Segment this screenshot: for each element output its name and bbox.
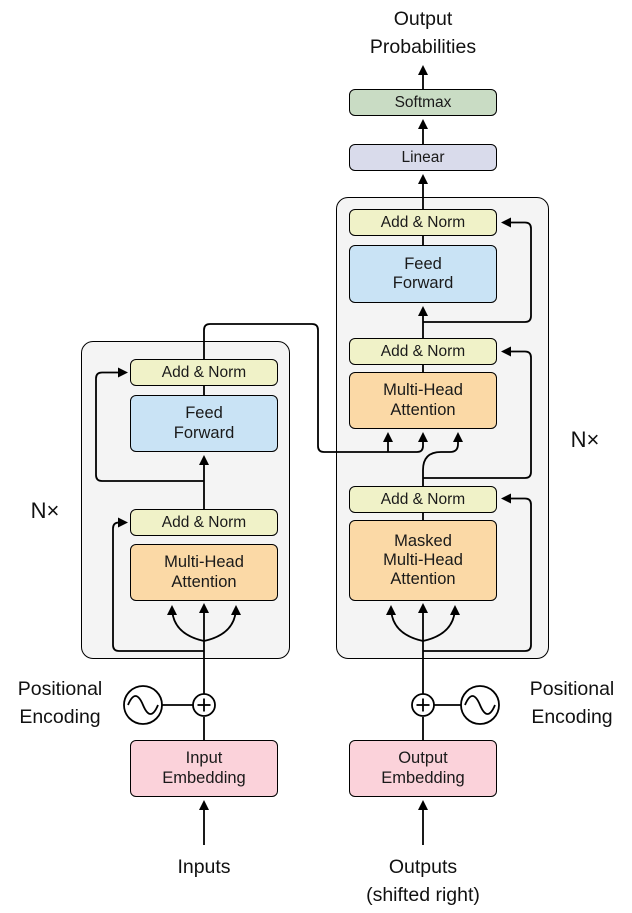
positional-encoding-icon-right [460,685,500,725]
decoder-add-norm-bottom: Add & Norm [349,486,497,513]
softmax-box: Softmax [349,89,497,116]
repeat-count-left: N× [30,498,60,523]
inputs-label: Inputs [177,856,231,878]
positional-encoding-label-left: Positional Encoding [17,678,103,728]
input-embedding-box: Input Embedding [130,740,278,797]
decoder-feed-forward: Feed Forward [349,245,497,303]
encoder-stack [81,341,290,659]
arrow-encoder-attention-right [203,605,241,642]
encoder-attention: Multi-Head Attention [130,544,278,601]
encoder-feed-forward: Feed Forward [130,395,278,452]
outputs-label: Outputs (shifted right) [366,856,480,906]
arrow-decoder-query [422,432,463,486]
positional-encoding-label-right: Positional Encoding [529,678,615,728]
decoder-add-norm-top: Add & Norm [349,209,497,236]
arrow-decoder-ff-residual [423,217,532,323]
arrow-decoder-masked-residual [423,493,532,652]
decoder-cross-attention: Multi-Head Attention [349,372,497,429]
output-probabilities-label: Output Probabilities [369,8,477,58]
encoder-add-norm-top: Add & Norm [130,359,278,386]
arrow-encoder-attention-left [167,605,205,642]
output-embedding-box: Output Embedding [349,740,497,797]
positional-encoding-icon-left [123,685,163,725]
decoder-add-norm-middle: Add & Norm [349,338,497,365]
encoder-add-norm-bottom: Add & Norm [130,509,278,536]
decoder-masked-attention: Masked Multi-Head Attention [349,520,497,601]
arrow-decoder-masked-left [386,605,424,642]
repeat-count-right: N× [570,427,600,452]
arrow-decoder-masked-right [422,605,460,642]
arrow-encoder-ff-residual [95,367,204,482]
arrow-encoder-output-to-decoder [203,323,428,453]
arrow-decoder-cross-residual [423,346,532,479]
linear-box: Linear [349,144,497,171]
add-icon-right [411,693,435,717]
add-icon-left [192,693,216,717]
arrow-encoder-attention-residual [112,517,204,652]
